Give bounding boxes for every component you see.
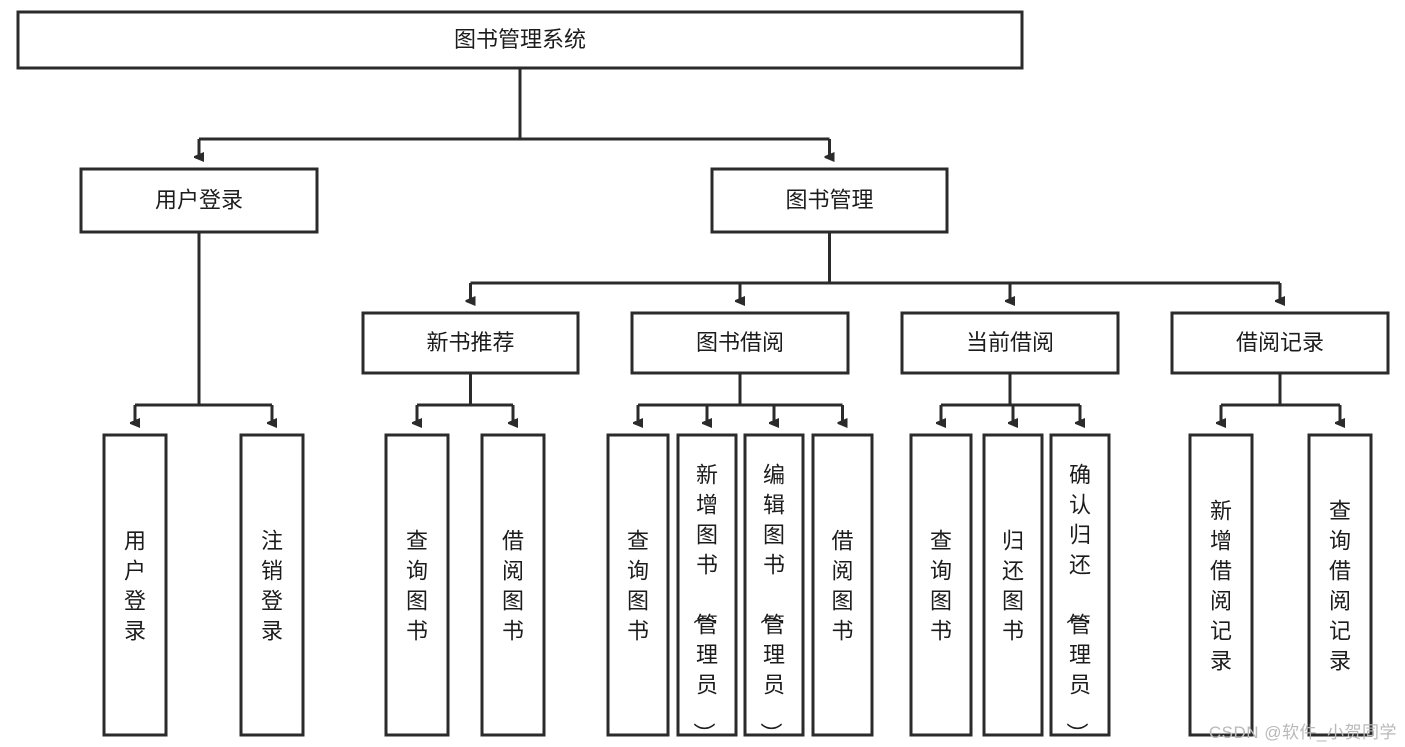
node-box[interactable] — [900, 311, 1120, 375]
node-box[interactable] — [1307, 433, 1373, 737]
node-box[interactable] — [480, 433, 546, 737]
edge-group-borrowbook — [638, 373, 843, 423]
node-box[interactable] — [239, 433, 305, 737]
edge-group-root — [199, 68, 830, 157]
node-c-query[interactable]: 查询图书 — [909, 433, 973, 737]
node-label: 借阅图书 — [831, 528, 853, 643]
node-label: 确认归还（管理员） — [1064, 462, 1091, 744]
node-c-return[interactable]: 归还图书 — [982, 433, 1044, 737]
node-label: 用户登录 — [124, 528, 146, 643]
node-box[interactable] — [79, 167, 319, 234]
node-box[interactable] — [811, 433, 874, 737]
node-box[interactable] — [676, 433, 738, 737]
node-box[interactable] — [710, 167, 949, 234]
node-records[interactable]: 借阅记录 — [1170, 311, 1390, 375]
edge-group-current — [941, 373, 1080, 423]
node-label: 借阅记录 — [1236, 330, 1324, 355]
node-label: 注销登录 — [261, 528, 283, 643]
node-l-logout[interactable]: 注销登录 — [239, 433, 305, 737]
node-label: 新书推荐 — [426, 330, 514, 355]
node-c-confirm[interactable]: 确认归还（管理员） — [1049, 433, 1111, 744]
node-b-query[interactable]: 查询图书 — [606, 433, 670, 737]
node-label: 归还图书 — [1002, 528, 1024, 643]
node-box[interactable] — [909, 433, 973, 737]
node-current[interactable]: 当前借阅 — [900, 311, 1120, 375]
node-box[interactable] — [743, 433, 805, 737]
node-label: 编辑图书（管理员） — [758, 462, 785, 744]
node-label: 查询借阅记录 — [1329, 498, 1351, 673]
node-box[interactable] — [1188, 433, 1254, 737]
node-label: 查询图书 — [930, 528, 952, 643]
node-box[interactable] — [606, 433, 670, 737]
node-borrowbook[interactable]: 图书借阅 — [630, 311, 850, 375]
node-b-borrow[interactable]: 借阅图书 — [811, 433, 874, 737]
edge-layer — [135, 68, 1340, 423]
node-bookmgmt[interactable]: 图书管理 — [710, 167, 949, 234]
node-label: 新增借阅记录 — [1210, 498, 1232, 673]
node-label: 图书管理系统 — [454, 27, 586, 52]
node-b-add[interactable]: 新增图书（管理员） — [676, 433, 738, 744]
node-box[interactable] — [982, 433, 1044, 737]
node-box[interactable] — [361, 311, 580, 375]
edge-group-login — [135, 232, 272, 423]
node-label: 图书管理 — [785, 187, 873, 212]
node-r-query[interactable]: 查询借阅记录 — [1307, 433, 1373, 737]
node-label: 新增图书（管理员） — [691, 462, 718, 744]
node-label: 当前借阅 — [966, 330, 1054, 355]
edge-group-bookmgmt — [471, 232, 1281, 301]
node-layer: 图书管理系统用户登录图书管理新书推荐图书借阅当前借阅借阅记录用户登录注销登录查询… — [16, 10, 1390, 744]
node-l-login[interactable]: 用户登录 — [102, 433, 168, 737]
node-n-borrow[interactable]: 借阅图书 — [480, 433, 546, 737]
node-label: 查询图书 — [627, 528, 649, 643]
node-newbook[interactable]: 新书推荐 — [361, 311, 580, 375]
node-box[interactable] — [1049, 433, 1111, 737]
node-login[interactable]: 用户登录 — [79, 167, 319, 234]
node-label: 用户登录 — [155, 187, 243, 212]
node-r-add[interactable]: 新增借阅记录 — [1188, 433, 1254, 737]
node-label: 借阅图书 — [502, 528, 524, 643]
node-root[interactable]: 图书管理系统 — [16, 10, 1024, 70]
node-box[interactable] — [384, 433, 450, 737]
node-label: 图书借阅 — [696, 330, 784, 355]
node-b-edit[interactable]: 编辑图书（管理员） — [743, 433, 805, 744]
node-box[interactable] — [1170, 311, 1390, 375]
edge-group-newbook — [417, 373, 513, 423]
edge-group-records — [1221, 373, 1340, 423]
node-label: 查询图书 — [406, 528, 428, 643]
node-box[interactable] — [630, 311, 850, 375]
node-box[interactable] — [102, 433, 168, 737]
node-box[interactable] — [16, 10, 1024, 70]
node-n-query[interactable]: 查询图书 — [384, 433, 450, 737]
